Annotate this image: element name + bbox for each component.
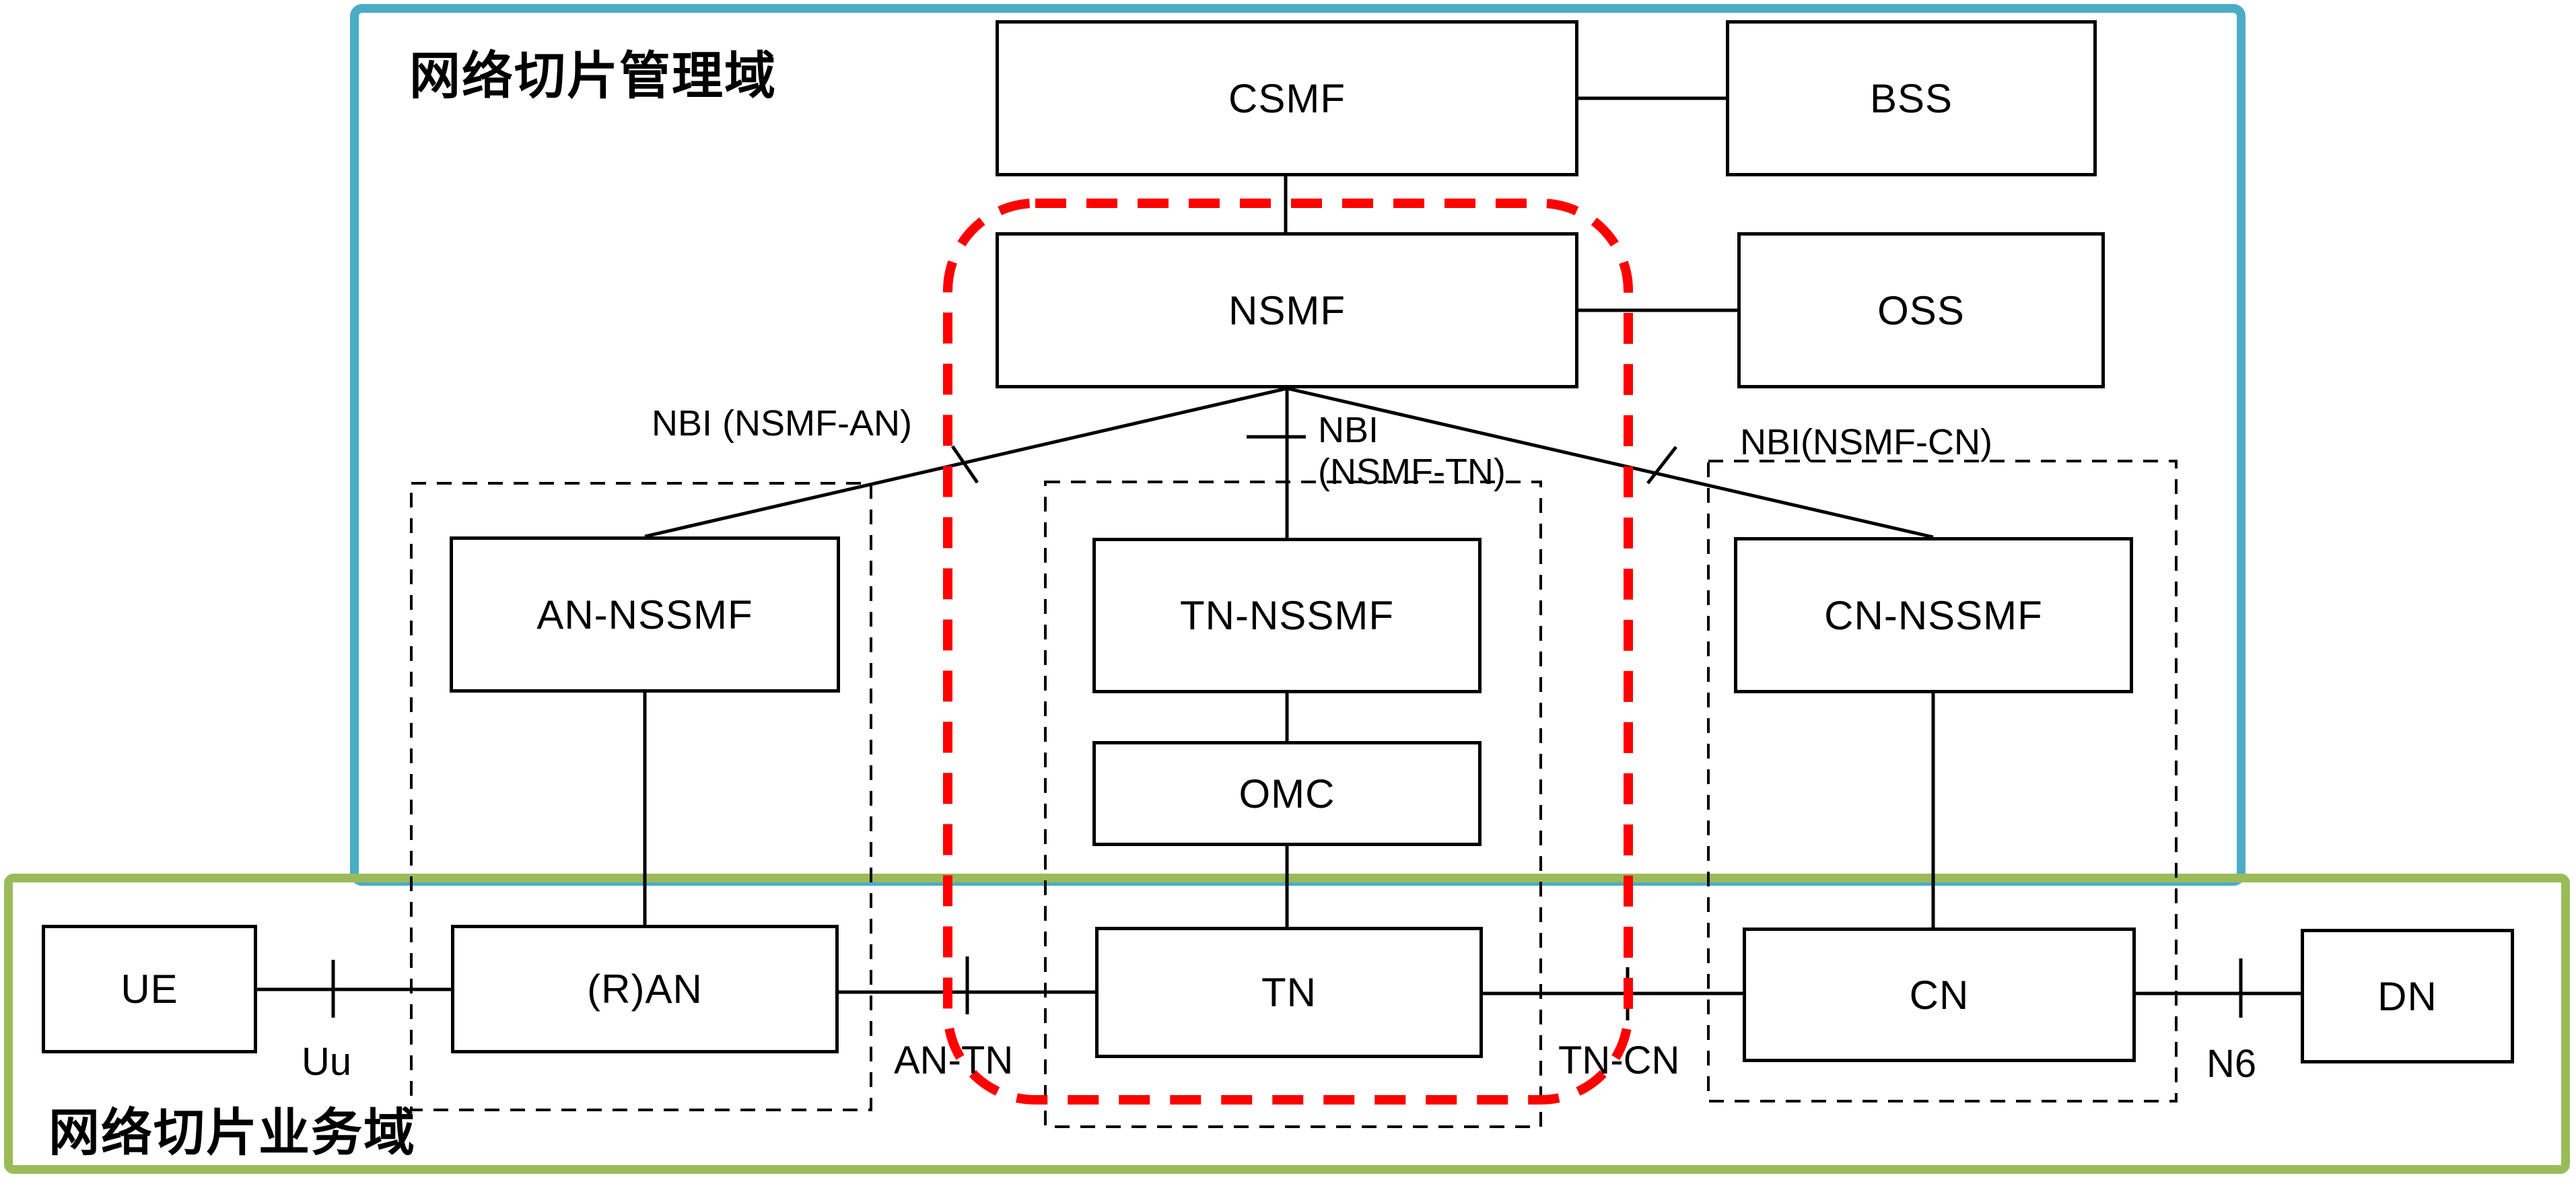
node-tn: TN [1095, 927, 1483, 1058]
tn-cn-interface-label: TN-CN [1558, 1039, 1680, 1082]
node-ran: (R)AN [451, 925, 839, 1053]
nbi-an-interface-tick [950, 445, 979, 484]
node-an-nssmf: AN-NSSMF [450, 536, 840, 693]
node-cn-nssmf: CN-NSSMF [1734, 537, 2133, 693]
node-csmf: CSMF [996, 20, 1578, 176]
an-subnet-group-box [410, 482, 872, 1111]
tn-subnet-group-box [1044, 481, 1542, 1128]
node-ue: UE [42, 925, 257, 1053]
node-bss: BSS [1726, 20, 2097, 176]
nbi-cn-interface-tick [1646, 446, 1677, 485]
uu-interface-label: Uu [302, 1040, 352, 1084]
service-domain-title: 网络切片业务域 [48, 1105, 416, 1162]
cn-subnet-group-box [1707, 460, 2178, 1102]
nbi-nsmf-tn-label-line2: (NSMF-TN) [1318, 452, 1506, 493]
nbi-nsmf-tn-label-line1: NBI [1318, 410, 1379, 450]
nbi-nsmf-cn-label: NBI(NSMF-CN) [1740, 422, 1992, 462]
node-cn: CN [1743, 928, 2136, 1062]
nbi-nsmf-an-label: NBI (NSMF-AN) [652, 403, 912, 444]
management-domain-title: 网络切片管理域 [409, 48, 777, 105]
link-nsmf-cn-nssmf [1286, 386, 1934, 539]
an-tn-interface-label: AN-TN [894, 1039, 1014, 1082]
tn-slice-path-highlight [943, 199, 1633, 1105]
node-oss: OSS [1737, 232, 2105, 388]
link-nsmf-an-nssmf [644, 386, 1288, 538]
n6-interface-label: N6 [2206, 1042, 2257, 1086]
nbi-nsmf-tn-label: NBI (NSMF-TN) [1318, 409, 1506, 493]
node-dn: DN [2301, 929, 2514, 1063]
node-tn-nssmf: TN-NSSMF [1092, 538, 1482, 693]
node-nsmf: NSMF [996, 232, 1578, 388]
node-omc: OMC [1092, 741, 1482, 846]
